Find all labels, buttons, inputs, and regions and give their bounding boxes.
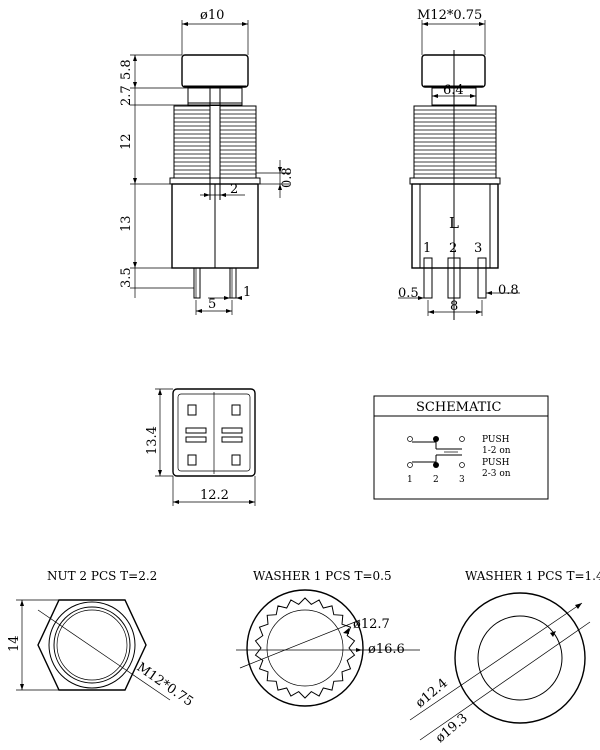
schematic-state2: 2-3 on: [482, 469, 511, 479]
washer2-title: WASHER 1 PCS T=1.4: [465, 569, 600, 583]
nut-view: NUT 2 PCS T=2.2 14 M12*0.75: [7, 569, 196, 710]
schematic-t3: 3: [459, 475, 465, 485]
bottom-width: 12.2: [200, 488, 229, 503]
washer1-outer: ø16.6: [368, 642, 405, 657]
side-pin-pitch: 8: [450, 299, 458, 314]
side-letter: L: [449, 214, 459, 232]
washer1-view: WASHER 1 PCS T=0.5 ø12.7 ø16.6: [236, 569, 420, 707]
washer2-view: WASHER 1 PCS T=1.4 ø12.4 ø19.3: [409, 569, 600, 746]
front-collar-h: 2.7: [119, 85, 134, 106]
schematic-title: SCHEMATIC: [416, 400, 501, 415]
side-pin-thk: 0.5: [398, 286, 419, 301]
bottom-view: 13.4 12.2: [145, 388, 256, 506]
washer1-inner: ø12.7: [353, 617, 390, 632]
side-thread-label: M12*0.75: [417, 8, 482, 23]
side-pin3: 3: [474, 241, 482, 256]
front-pin-h: 3.5: [119, 267, 134, 288]
front-pin-pitch: 5: [208, 297, 216, 312]
front-slot-w: 2: [230, 182, 238, 197]
front-pin-w: 1: [243, 285, 251, 300]
nut-thread: M12*0.75: [134, 660, 196, 710]
schematic: SCHEMATIC PUSH 1-2 on PUSH 2-3 on 1 2 3: [373, 395, 549, 500]
washer2-outer: ø19.3: [433, 711, 471, 746]
front-dia-label: ø10: [200, 8, 224, 23]
schematic-push1: PUSH: [482, 435, 510, 445]
nut-height: 14: [7, 635, 22, 652]
bottom-height: 13.4: [145, 426, 160, 455]
front-view: ø10: [119, 8, 295, 315]
schematic-t1: 1: [407, 475, 413, 485]
front-cap-h: 5.8: [119, 59, 134, 80]
front-thread-h: 12: [119, 133, 134, 150]
side-pin1: 1: [423, 241, 431, 256]
washer1-title: WASHER 1 PCS T=0.5: [253, 569, 392, 583]
front-gap: 0.8: [280, 167, 295, 188]
side-view: M12*0.75 6.4 L 1 2 3 0.5 0.8: [398, 8, 520, 320]
side-pin2: 2: [449, 241, 457, 256]
nut-title: NUT 2 PCS T=2.2: [47, 569, 157, 583]
schematic-push2: PUSH: [482, 458, 510, 468]
front-body-h: 13: [119, 215, 134, 232]
schematic-state1: 1-2 on: [482, 446, 511, 456]
schematic-t2: 2: [433, 475, 439, 485]
washer2-inner: ø12.4: [413, 676, 451, 711]
side-stem-w: 6.4: [443, 83, 464, 98]
side-pin-w: 0.8: [498, 283, 519, 298]
